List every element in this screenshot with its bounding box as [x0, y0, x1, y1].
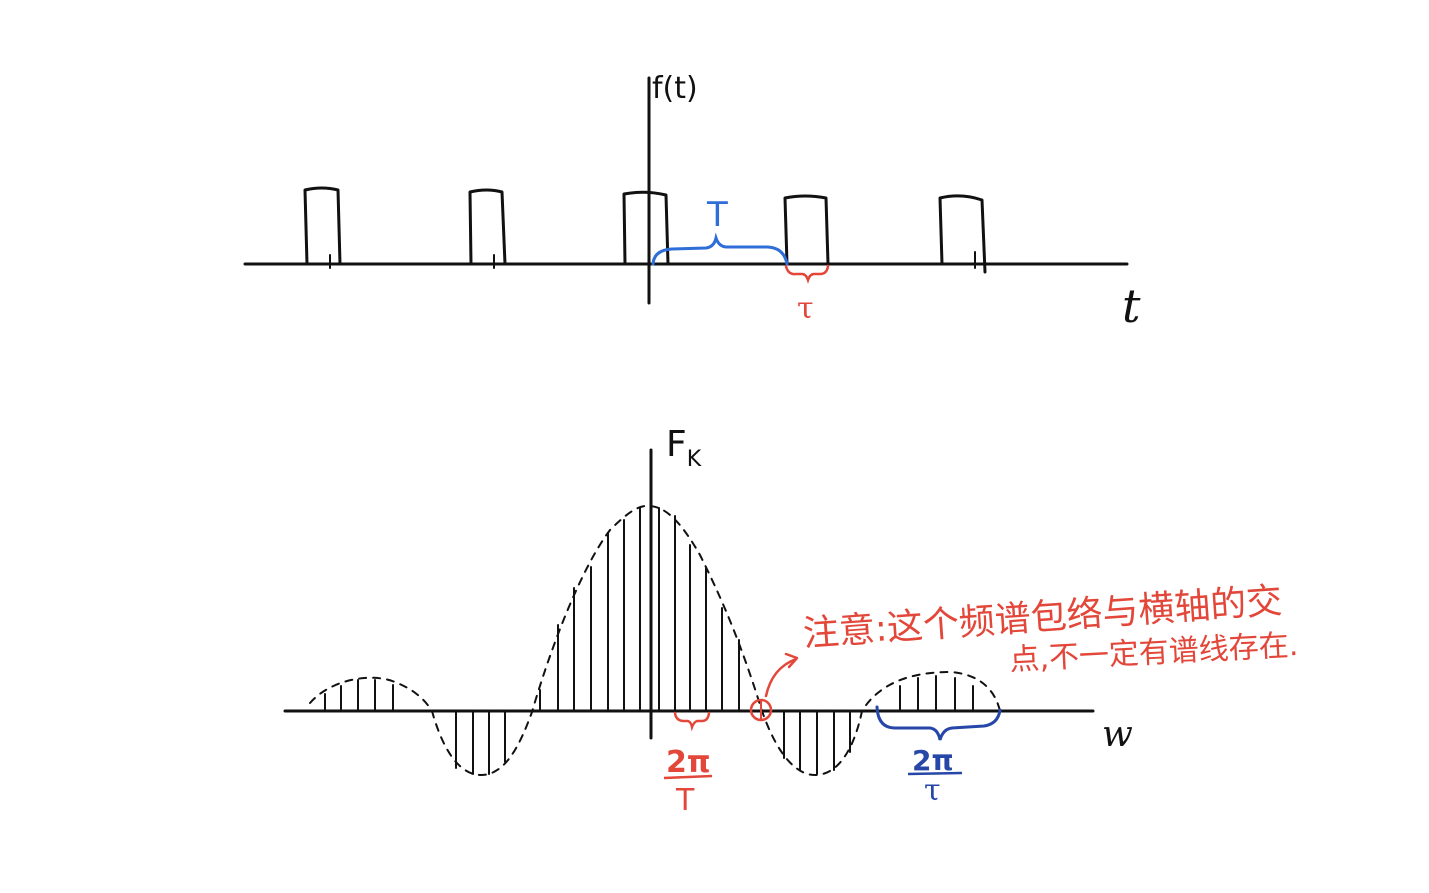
pulse-train — [303, 186, 987, 274]
pulse-width-brace — [784, 264, 830, 284]
F-axis-label: FK — [666, 424, 702, 472]
envelope-zero-spacing-numerator: 2π — [912, 744, 954, 777]
harmonic-spacing-denominator: T — [675, 783, 695, 818]
pulse — [303, 186, 342, 266]
period-brace — [651, 232, 789, 266]
harmonic-spacing-numerator: 2π — [666, 745, 711, 780]
pulse-width-label: τ — [797, 291, 814, 326]
pulse — [468, 188, 507, 266]
period-label: T — [706, 195, 728, 235]
f-axis-label: f(t) — [652, 71, 698, 106]
envelope-zero-spacing-denominator: τ — [924, 773, 941, 808]
F-axis-label-main: F — [666, 424, 687, 465]
pulse — [938, 194, 987, 274]
spectral-lines — [324, 507, 974, 775]
annotation-arrowhead — [784, 652, 799, 669]
harmonic-spacing-fraction-bar — [663, 774, 713, 780]
pulse — [783, 194, 830, 266]
t-axis-label: t — [1122, 279, 1141, 333]
F-axis-label-subscript: K — [687, 447, 702, 472]
harmonic-spacing-brace — [673, 711, 711, 732]
pulse — [622, 190, 670, 266]
envelope-zero-spacing-fraction-bar — [907, 771, 963, 776]
time-domain-plot: f(t) t T τ — [243, 71, 1141, 333]
spectrum-plot: FK w — [283, 424, 1299, 818]
annotation-arrow — [764, 657, 798, 698]
spectrum-envelope — [309, 504, 1001, 777]
envelope-zero-spacing-label: 2π τ — [907, 744, 963, 808]
envelope-note: 注意:这个频谱包络与横轴的交 点,不一定有谱线存在. — [802, 581, 1299, 678]
harmonic-spacing-label: 2π T — [663, 745, 713, 818]
w-axis-label: w — [1102, 714, 1133, 755]
envelope-zero-spacing-brace — [875, 705, 1002, 741]
